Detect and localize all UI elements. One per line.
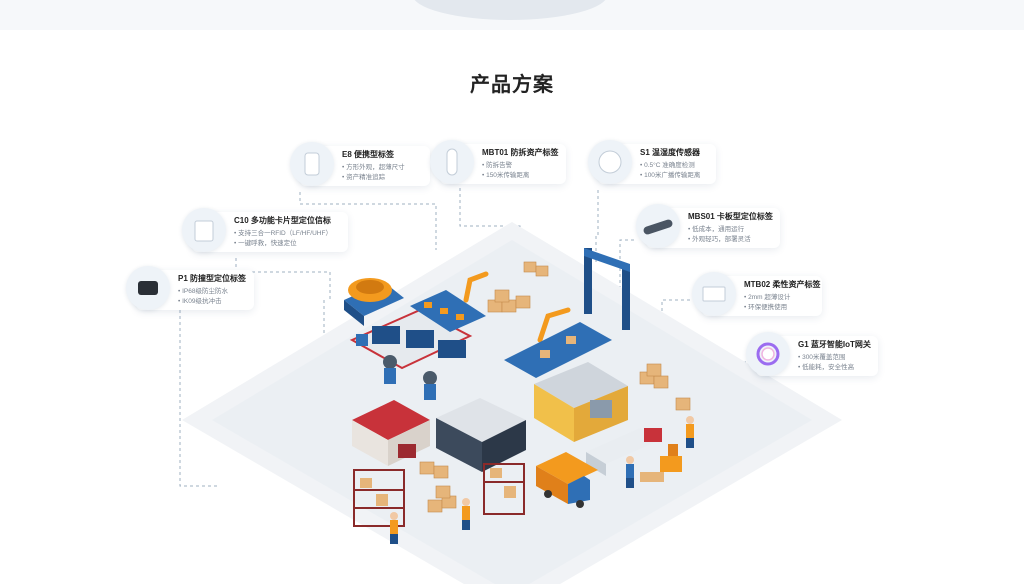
- connector-p1: [179, 304, 220, 487]
- product-card-e8[interactable]: E8 便携型标签 • 方形外观，超薄尺寸 • 资产精准追踪: [290, 142, 430, 186]
- conveyor-right: [504, 322, 612, 378]
- p1-tag-icon: [126, 266, 170, 310]
- top-banner-strip: [0, 0, 1024, 30]
- product-feature-2: • 150米传输距离: [482, 172, 530, 179]
- product-feature-2: • 一键呼救，快速定位: [234, 240, 297, 247]
- product-name: S1 温湿度传感器: [640, 148, 701, 157]
- connector-mbs01: [619, 239, 634, 300]
- product-feature-2: • 外观轻巧，部署灵活: [688, 236, 751, 243]
- product-feature-2: • 低能耗，安全性高: [798, 364, 855, 371]
- product-feature-2: • IK09级抗冲击: [178, 298, 222, 305]
- s1-sensor-icon: [588, 140, 632, 184]
- worker-4: [626, 456, 634, 488]
- box-pallets: [487, 261, 691, 411]
- storage-rack-left: [353, 469, 405, 527]
- robot-arm-2: [537, 307, 571, 343]
- product-card-p1[interactable]: P1 防撞型定位标签 • IP68级防尘防水 • IK09级抗冲击: [126, 266, 254, 310]
- cnc-machine: [344, 278, 404, 326]
- product-feature-2: • 环保便携使用: [744, 304, 788, 311]
- product-feature-2: • 100米广播传输距离: [640, 172, 701, 179]
- product-feature-1: • 0.5°C 准确度检测: [640, 162, 695, 169]
- grey-warehouse: [436, 398, 526, 472]
- connector-s1: [595, 190, 599, 262]
- platform-inner: [212, 240, 812, 584]
- storage-rack-right: [483, 463, 525, 515]
- product-feature-1: • 方形外观，超薄尺寸: [342, 164, 405, 171]
- product-card-c10[interactable]: C10 多功能卡片型定位信标 • 支持三合一RFID（LF/HF/UHF） • …: [182, 208, 348, 252]
- gantry-rack: [584, 248, 630, 330]
- section-title: 产品方案: [470, 74, 554, 96]
- product-card-mbt01[interactable]: MBT01 防拆资产标签 • 防拆告警 • 150米传输距离: [430, 140, 566, 184]
- e8-tag-icon: [290, 142, 334, 186]
- semi-truck: [586, 428, 662, 476]
- mbs01-tag-icon: [636, 204, 680, 248]
- robot-arm-1: [463, 271, 489, 303]
- product-feature-1: • IP68级防尘防水: [178, 288, 228, 295]
- mtb02-label-icon: [692, 272, 736, 316]
- top-banner-tab: [412, 0, 608, 20]
- product-feature-1: • 支持三合一RFID（LF/HF/UHF）: [234, 230, 332, 237]
- yellow-warehouse: [534, 362, 628, 442]
- product-card-s1[interactable]: S1 温湿度传感器 • 0.5°C 准确度检测 • 100米广播传输距离: [588, 140, 716, 184]
- product-name: C10 多功能卡片型定位信标: [234, 216, 331, 225]
- product-feature-2: • 资产精准追踪: [342, 174, 386, 181]
- product-feature-1: • 300米覆盖范围: [798, 354, 846, 361]
- g1-gateway-icon: [746, 332, 790, 376]
- forklift: [640, 444, 682, 482]
- product-name: E8 便携型标签: [342, 150, 395, 159]
- connector-c10: [235, 258, 331, 300]
- product-card-mbs01[interactable]: MBS01 卡板型定位标签 • 低成本，通用运行 • 外观轻巧，部署灵活: [636, 204, 780, 248]
- mbt01-tag-icon: [430, 140, 474, 184]
- box-piles-bottom: [419, 461, 457, 513]
- connector-e8: [299, 192, 437, 250]
- delivery-truck: [536, 452, 598, 508]
- product-card-mtb02[interactable]: MTB02 柔性资产标签 • 2mm 超薄设计 • 环保便携使用: [692, 272, 822, 316]
- c10-card-icon: [182, 208, 226, 252]
- product-feature-1: • 防拆告警: [482, 162, 513, 169]
- product-name: MBT01 防拆资产标签: [482, 148, 559, 157]
- red-warehouse: [352, 400, 430, 466]
- worker-1: [390, 512, 398, 544]
- conveyor-left: [410, 290, 486, 332]
- product-name: MBS01 卡板型定位标签: [688, 212, 773, 221]
- worker-2: [462, 498, 470, 530]
- product-name: G1 蓝牙智能IoT网关: [798, 340, 871, 349]
- product-name: MTB02 柔性资产标签: [744, 280, 821, 289]
- product-feature-1: • 低成本，通用运行: [688, 226, 745, 233]
- product-feature-1: • 2mm 超薄设计: [744, 294, 791, 301]
- worker-3: [686, 416, 694, 448]
- product-card-g1[interactable]: G1 蓝牙智能IoT网关 • 300米覆盖范围 • 低能耗，安全性高: [746, 332, 878, 376]
- product-name: P1 防撞型定位标签: [178, 274, 247, 283]
